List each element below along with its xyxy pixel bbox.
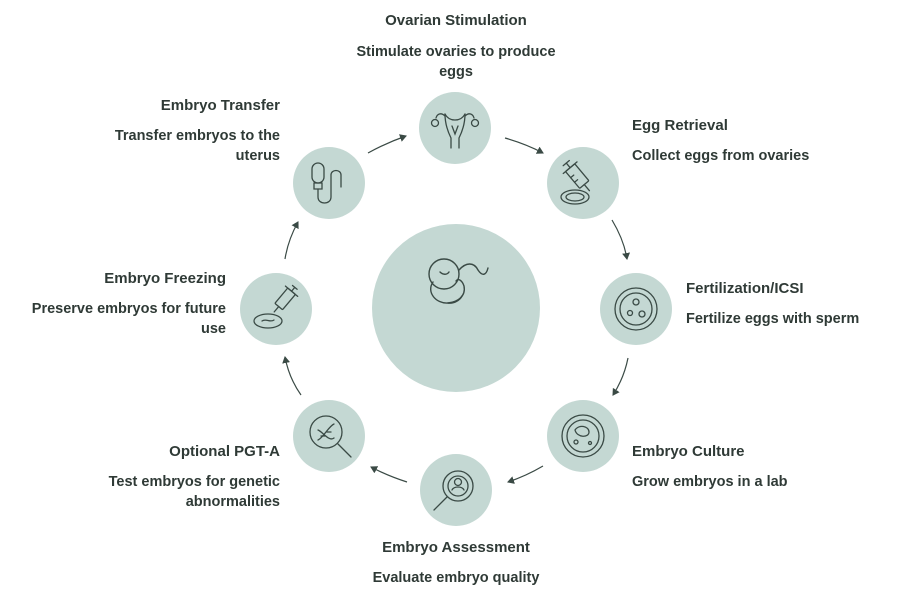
magnifier-dna-icon [309,415,352,458]
catheter-icon [311,162,342,204]
step-title-embryo-freezing: Embryo Freezing [104,270,226,287]
petri-dish-culture-icon [561,414,605,458]
arrow-4 [507,465,544,484]
petri-dish-icon [614,287,658,331]
magnifier-embryo-icon [433,470,474,511]
step-title-ovarian-stimulation: Ovarian Stimulation [385,12,527,29]
fetus-icon [428,258,489,304]
step-title-embryo-assessment: Embryo Assessment [382,539,530,556]
uterus-icon [430,113,480,149]
step-desc-fertilization: Fertilize eggs with sperm [686,311,860,327]
step-desc-egg-retrieval: Collect eggs from ovaries [632,148,810,164]
center-node [372,224,540,392]
step-desc-embryo-assessment: Evaluate embryo quality [372,570,540,586]
step-desc-pgt-a: Test embryos for genetic abnormalities [108,474,280,510]
step-node-embryo-assessment [420,454,492,526]
step-title-egg-retrieval: Egg Retrieval [632,117,728,134]
step-node-egg-retrieval [547,147,619,219]
arrow-3 [612,357,629,396]
step-node-fertilization [600,273,672,345]
step-node-pgt-a [293,400,365,472]
arrow-2 [611,219,631,260]
syringe-dish-icon [253,284,299,329]
step-desc-embryo-freezing: Preserve embryos for future use [31,301,226,337]
step-node-ovarian-stimulation [419,92,491,164]
arrow-8 [367,134,407,154]
syringe-icon [560,159,591,205]
step-desc-embryo-transfer: Transfer embryos to the uterus [114,128,280,164]
step-title-fertilization: Fertilization/ICSI [686,280,804,297]
arrow-1 [504,137,544,154]
arrow-6 [282,356,302,396]
step-title-pgt-a: Optional PGT-A [169,443,280,460]
arrow-5 [370,466,408,483]
step-desc-ovarian-stimulation: Stimulate ovaries to produce eggs [356,44,556,80]
step-desc-embryo-culture: Grow embryos in a lab [632,474,788,490]
step-node-embryo-transfer [293,147,365,219]
step-title-embryo-culture: Embryo Culture [632,443,745,460]
step-title-embryo-transfer: Embryo Transfer [160,97,280,114]
cycle-arrows [282,134,631,484]
arrow-7 [284,221,299,260]
